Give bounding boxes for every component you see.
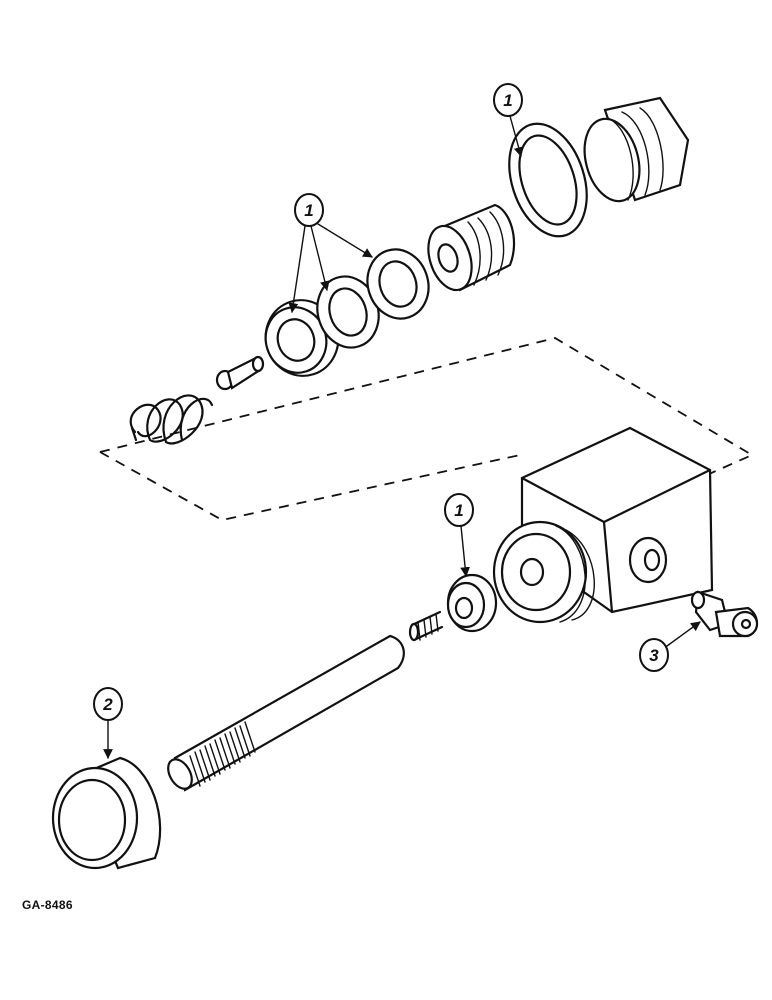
callout-plug: 2 — [93, 687, 123, 759]
callout-fitting: 3 — [639, 621, 701, 672]
svg-text:3: 3 — [649, 646, 659, 665]
valve-body — [492, 426, 714, 624]
end-plug-upper — [583, 96, 690, 203]
callout-small-seal: 1 — [444, 493, 474, 577]
end-cap-lower — [51, 756, 162, 870]
spring-lower — [408, 610, 444, 642]
svg-text:1: 1 — [304, 201, 313, 220]
fitting — [690, 590, 759, 638]
valve-spool — [427, 203, 515, 292]
callout-top-seal: 1 — [493, 83, 524, 157]
callout-seal-set: 1 — [288, 193, 373, 313]
seal-ring-2 — [316, 275, 380, 349]
svg-text:1: 1 — [503, 91, 512, 110]
assembly-guide-dashed-lines — [99, 337, 754, 521]
seal-ring-large — [508, 122, 588, 238]
threaded-rod — [167, 634, 405, 792]
figure-code: GA-8486 — [22, 898, 73, 912]
pin-upper — [215, 355, 265, 391]
spring-upper — [129, 394, 214, 445]
seal-ring-3 — [366, 248, 430, 320]
seal-ring-small-lower — [446, 573, 498, 633]
svg-text:2: 2 — [102, 695, 113, 714]
svg-text:1: 1 — [454, 501, 463, 520]
